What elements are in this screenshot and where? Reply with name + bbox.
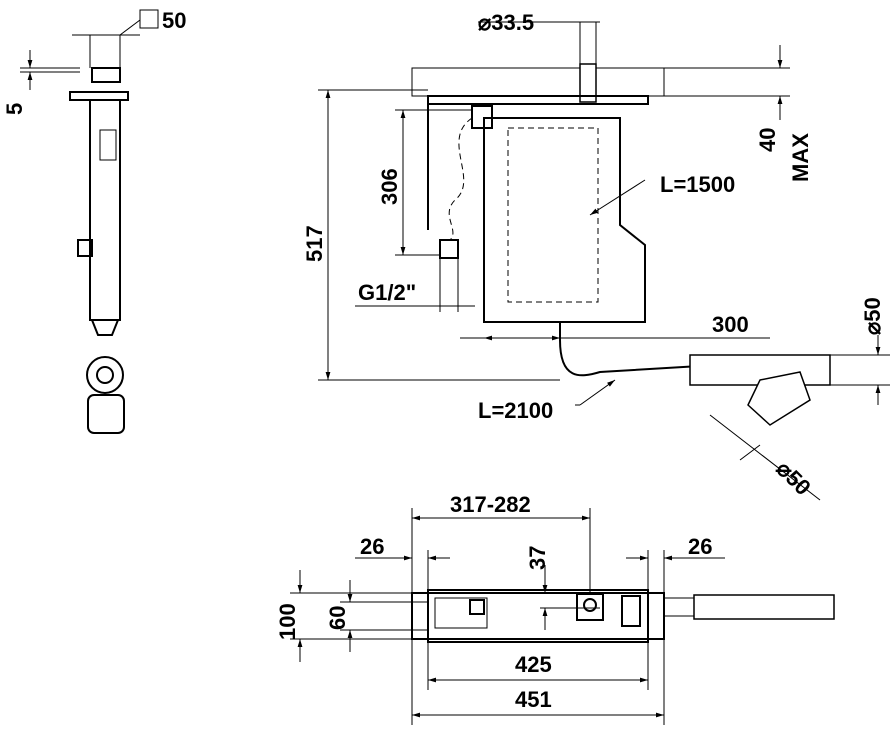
inlet-height-label: 306 bbox=[377, 168, 402, 205]
side-square-dim: 50 bbox=[162, 8, 186, 33]
thread-label: G1/2" bbox=[358, 280, 416, 305]
square-icon bbox=[139, 9, 159, 29]
span-label: 317-282 bbox=[450, 492, 531, 517]
top-view: 317-282 26 26 37 100 60 425 451 bbox=[275, 492, 835, 725]
center-offset-label: 37 bbox=[525, 546, 550, 570]
cable-length-label: L=1500 bbox=[660, 172, 735, 197]
pipe-diameter-label: ⌀33.5 bbox=[478, 10, 534, 35]
frame-outer bbox=[411, 592, 665, 640]
tank bbox=[483, 117, 646, 323]
right-margin-label: 26 bbox=[688, 534, 712, 559]
front-view: ⌀33.5 40 MAX 306 517 L=1500 G1/2" 300 ⌀5… bbox=[302, 10, 890, 501]
ceiling-dim-note: MAX bbox=[788, 133, 813, 182]
inner-width-label: 425 bbox=[515, 652, 552, 677]
hose-length-label: L=2100 bbox=[478, 398, 553, 423]
left-margin-label: 26 bbox=[360, 534, 384, 559]
frame-inner bbox=[427, 589, 649, 643]
outlet-diameter-label: ⌀50 bbox=[860, 297, 885, 335]
ceiling-dim-label: 40 bbox=[755, 128, 780, 152]
outer-width-label: 451 bbox=[515, 687, 552, 712]
top-outlet-pipe bbox=[693, 594, 835, 620]
outlet-offset-label: 300 bbox=[712, 312, 749, 337]
total-height-label: 517 bbox=[302, 225, 327, 262]
branch-diameter-label: ⌀50 bbox=[771, 456, 815, 500]
side-view: 50 5 bbox=[2, 8, 186, 434]
outer-height-label: 100 bbox=[275, 603, 300, 640]
inner-height-label: 60 bbox=[325, 606, 350, 630]
side-offset-dim: 5 bbox=[2, 103, 27, 115]
ceiling bbox=[411, 67, 665, 97]
